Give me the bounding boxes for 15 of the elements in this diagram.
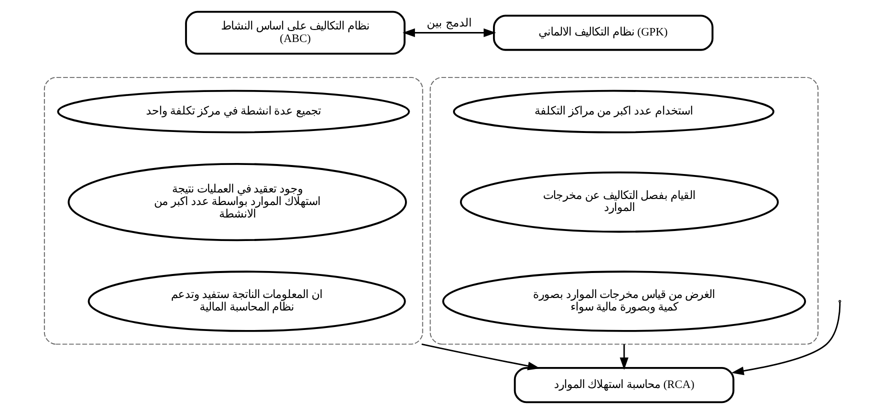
arrow [730, 302, 840, 376]
arrow [402, 28, 496, 38]
node-ellipse: ان المعلومات الناتجة ستفيد وتدعم نظام المحاسبة المالية [87, 270, 406, 332]
node-ellipse: القيام بفصل التكاليف عن مخرجات الموارد [459, 171, 778, 233]
arrow [421, 343, 540, 370]
edge-label: الدمج بين [426, 16, 472, 30]
node-ellipse: تجميع عدة انشطة في مركز تكلفة واحد [56, 90, 410, 134]
node-box: محاسبة استهلاك الموارد (RCA) [513, 366, 734, 404]
node-ellipse: استخدام عدد اكبر من مراكز التكلفة [452, 90, 774, 134]
cluster [429, 76, 818, 345]
node-ellipse: وجود تعقيد في العمليات نتيجة استهلاك الموارد بواسطة عدد اكبر من الانشطة [67, 163, 406, 242]
arrow [619, 344, 628, 370]
node-box: نظام التكاليف الالماني (GPK) [492, 14, 713, 51]
node-ellipse: الغرض من قياس مخرجات الموارد بصورة كمية وبصورة مالية سواء [442, 270, 806, 332]
cluster [43, 76, 423, 345]
